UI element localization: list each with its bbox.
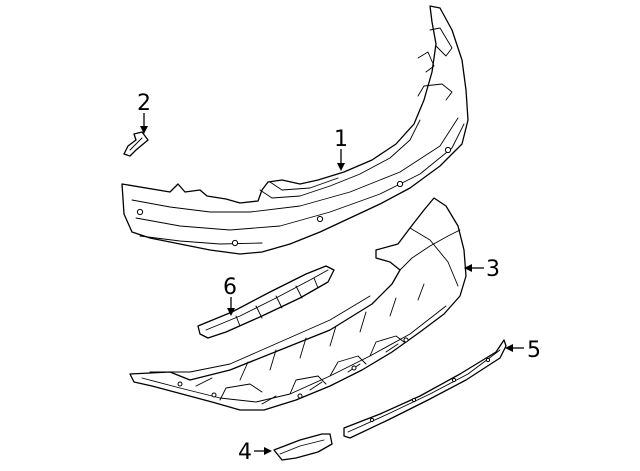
bumper-cover-part xyxy=(121,5,469,255)
callout-4: 4 xyxy=(238,440,252,465)
bracket-part-2 xyxy=(123,131,149,157)
lower-valance-part xyxy=(129,197,467,411)
absorber-part-6 xyxy=(197,265,335,339)
trim-strip-part-5 xyxy=(343,339,507,439)
callout-2: 2 xyxy=(137,91,151,116)
leader-lines xyxy=(140,113,524,455)
callout-6: 6 xyxy=(223,275,237,300)
callout-5: 5 xyxy=(527,338,541,363)
callout-3: 3 xyxy=(486,257,500,282)
callout-1: 1 xyxy=(334,127,348,152)
insert-part-4 xyxy=(273,433,333,461)
